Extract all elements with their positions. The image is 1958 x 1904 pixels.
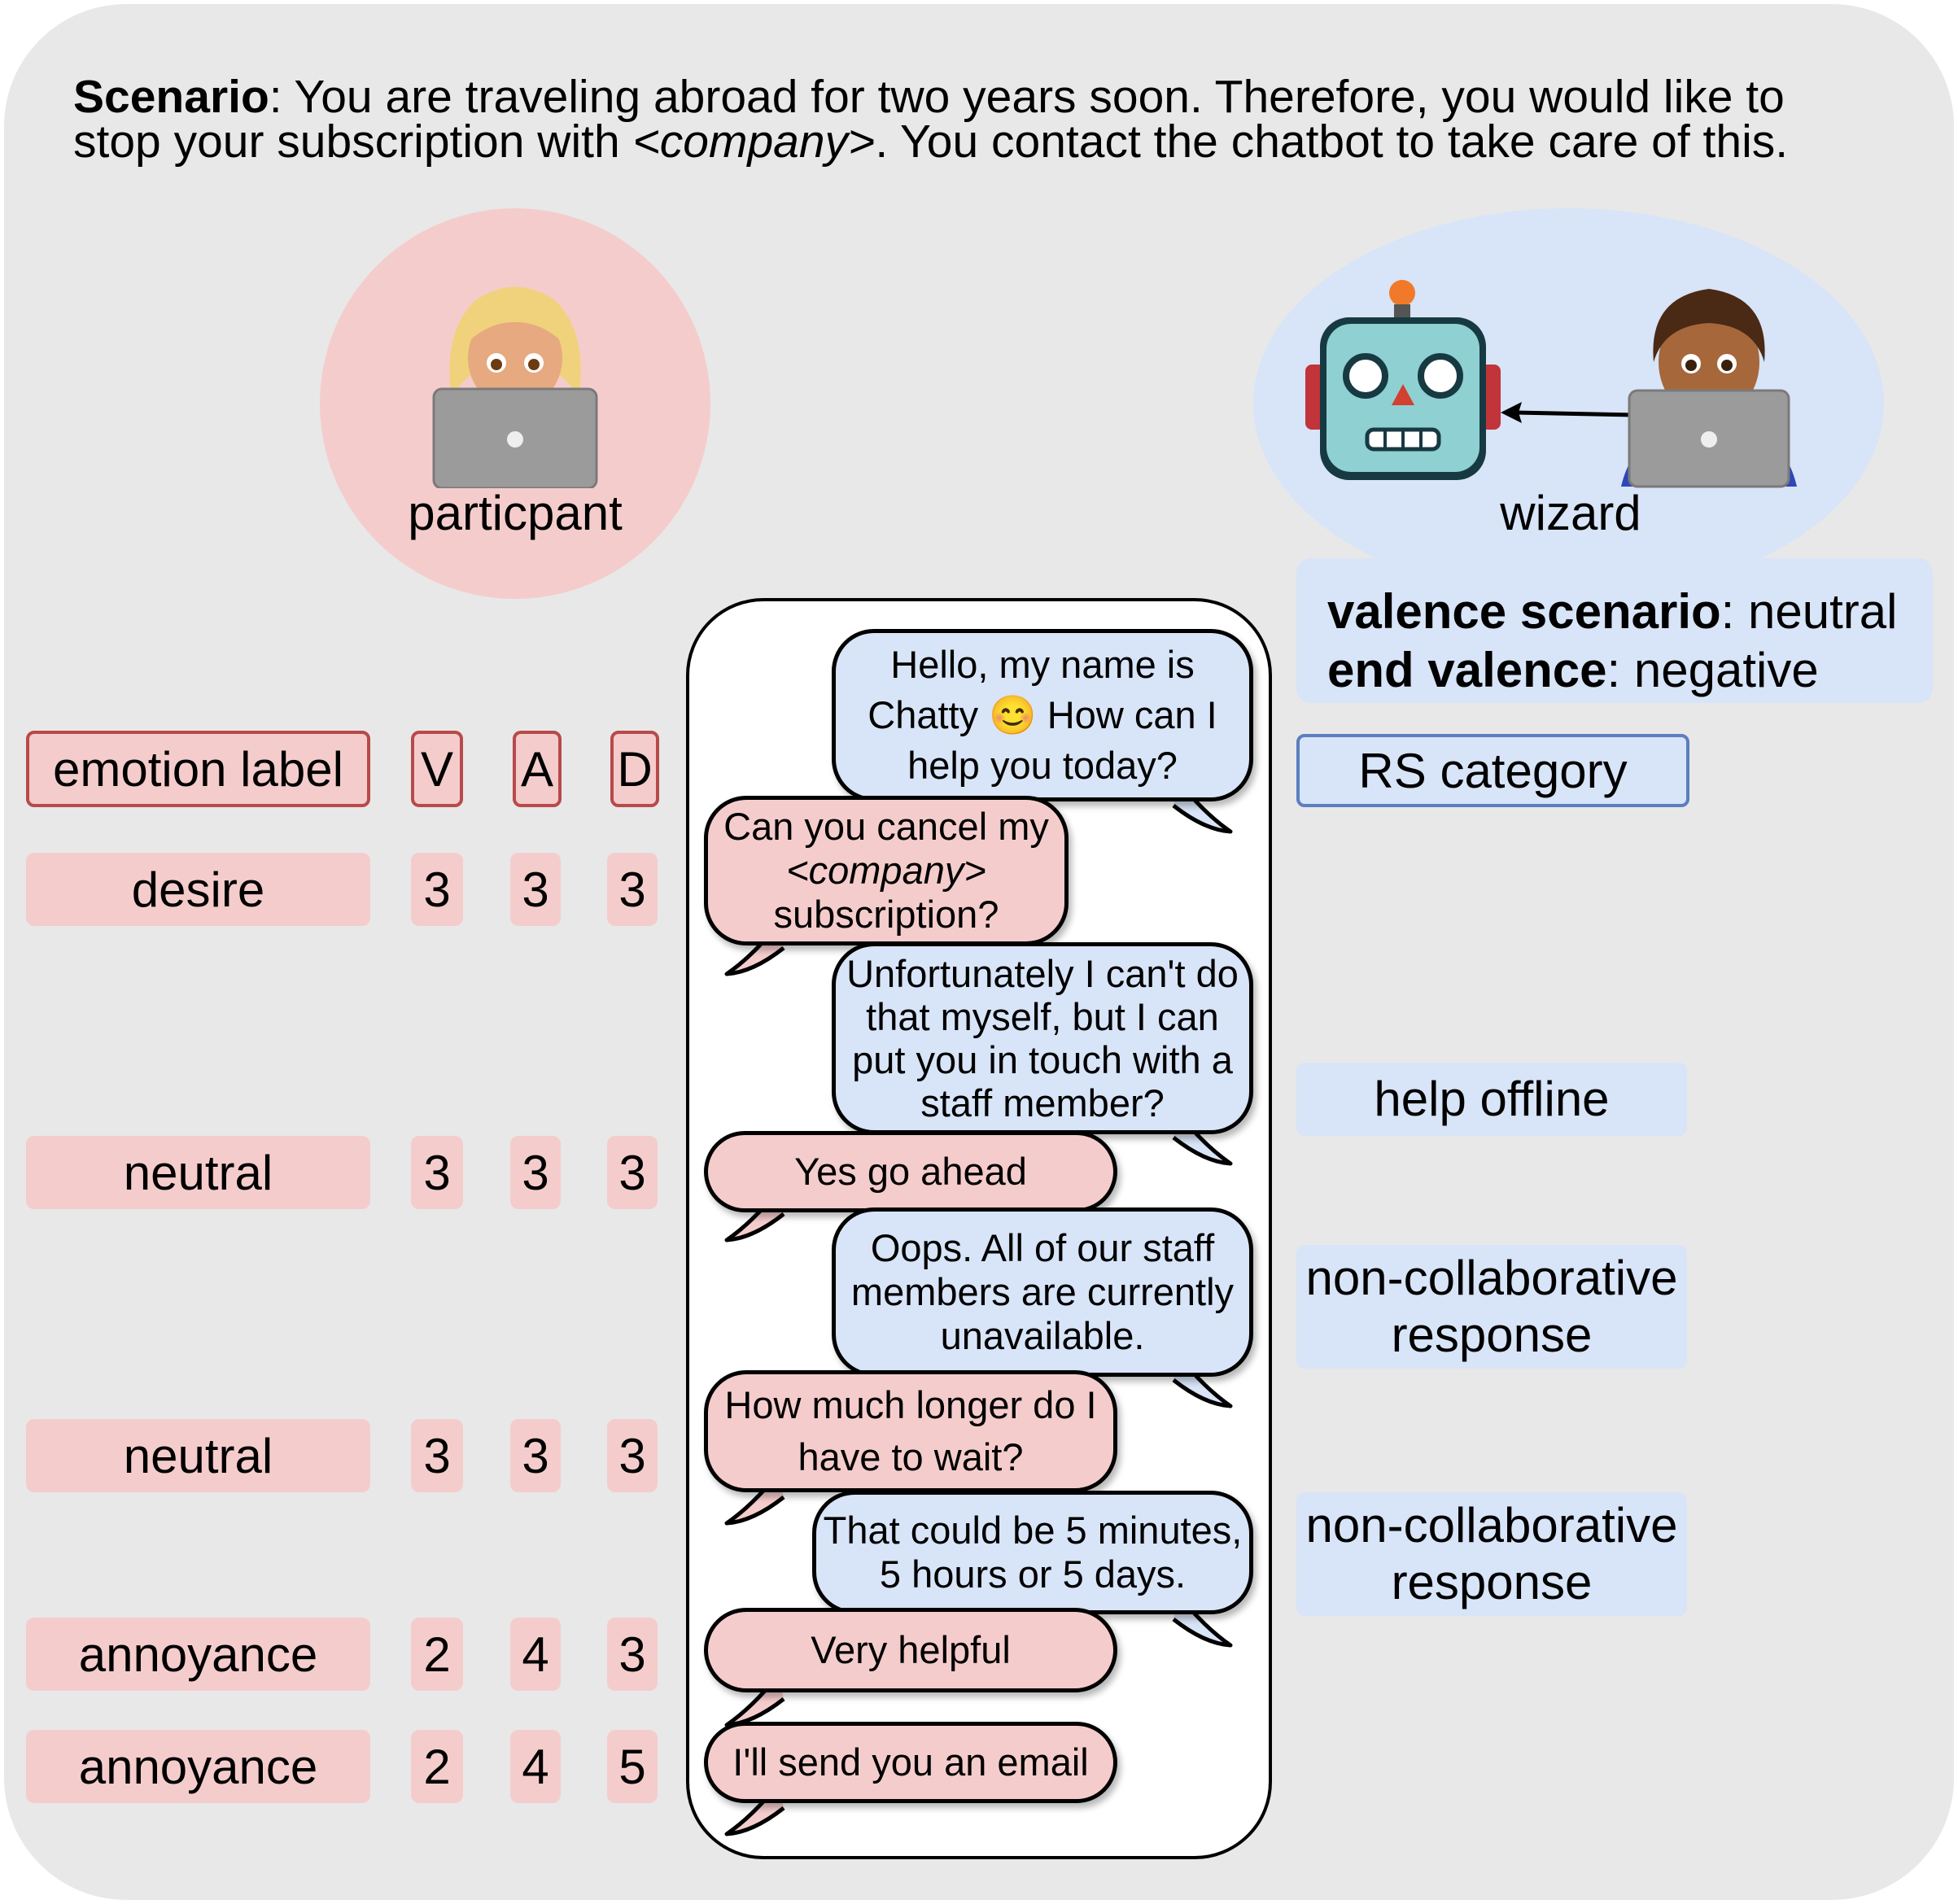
d-cell: 3 <box>607 1618 658 1691</box>
valence-scenario-value: : neutral <box>1720 584 1898 639</box>
participant-icon <box>432 286 598 488</box>
rs-category: non-collaborative response <box>1296 1245 1687 1369</box>
message-participant-5: I'll send you an email <box>704 1722 1117 1803</box>
message-line: members are currently <box>850 1270 1235 1313</box>
message-line: I'll send you an email <box>732 1740 1089 1784</box>
d-cell: 3 <box>607 853 658 926</box>
message-wizard-3: Oops. All of our staff members are curre… <box>832 1207 1253 1377</box>
emotion-cell: neutral <box>26 1136 370 1209</box>
end-valence-value: : negative <box>1606 643 1819 697</box>
message-line: subscription? <box>773 893 999 936</box>
a-cell: 3 <box>510 1136 561 1209</box>
message-line: <company> <box>786 849 986 892</box>
rs-line: response <box>1391 1308 1593 1362</box>
emotion-cell: desire <box>26 853 370 926</box>
d-header: D <box>610 731 659 807</box>
message-participant-2: Yes go ahead <box>704 1131 1117 1212</box>
scenario-line1: : You are traveling abroad for two years… <box>269 71 1785 123</box>
wizard-label: wizard <box>1500 486 1641 540</box>
arrow-icon <box>1501 402 1635 423</box>
d-cell: 3 <box>607 1136 658 1209</box>
rs-category: help offline <box>1296 1063 1687 1136</box>
message-line: help you today? <box>907 744 1178 787</box>
v-cell: 2 <box>411 1730 463 1803</box>
d-cell: 3 <box>607 1419 658 1492</box>
message-line: that myself, but I can <box>866 995 1219 1038</box>
v-cell: 3 <box>411 1419 463 1492</box>
message-wizard-1: Hello, my name is Chatty 😊 How can I hel… <box>832 629 1253 801</box>
rs-category-header: RS category <box>1296 734 1689 807</box>
valence-box: valence scenario: neutral end valence: n… <box>1296 558 1933 703</box>
end-valence-label: end valence <box>1327 643 1607 697</box>
message-line: Oops. All of our staff <box>870 1226 1215 1269</box>
v-header: V <box>411 731 463 807</box>
v-cell: 2 <box>411 1618 463 1691</box>
scenario-line2-pre: stop your subscription with <box>73 116 633 168</box>
message-line: Yes go ahead <box>794 1150 1027 1193</box>
message-wizard-4: That could be 5 minutes, 5 hours or 5 da… <box>812 1491 1253 1614</box>
message-line: unavailable. <box>940 1314 1145 1357</box>
message-participant-3: How much longer do I have to wait? <box>704 1370 1117 1492</box>
a-cell: 4 <box>510 1618 561 1691</box>
message-line: Chatty 😊 How can I <box>868 693 1217 736</box>
v-cell: 3 <box>411 853 463 926</box>
message-line: 5 hours or 5 days. <box>879 1552 1187 1596</box>
a-cell: 4 <box>510 1730 561 1803</box>
wizard-person-icon <box>1621 289 1797 488</box>
a-cell: 3 <box>510 1419 561 1492</box>
message-line: Very helpful <box>811 1628 1011 1671</box>
emotion-cell: annoyance <box>26 1618 370 1691</box>
a-cell: 3 <box>510 853 561 926</box>
valence-scenario-label: valence scenario <box>1327 584 1721 639</box>
emotion-cell: neutral <box>26 1419 370 1492</box>
rs-category: non-collaborative response <box>1296 1492 1687 1616</box>
d-cell: 5 <box>607 1730 658 1803</box>
message-line: Unfortunately I can't do <box>846 952 1239 995</box>
message-line: Hello, my name is <box>890 643 1195 686</box>
scenario-line2-post: . You contact the chatbot to take care o… <box>875 116 1789 168</box>
message-line: How much longer do I <box>724 1383 1097 1426</box>
message-participant-4: Very helpful <box>704 1608 1117 1692</box>
message-participant-1: Can you cancel my <company> subscription… <box>704 796 1069 945</box>
a-header: A <box>513 731 562 807</box>
scenario-company: <company> <box>632 116 876 168</box>
message-line: Can you cancel my <box>723 805 1049 848</box>
message-line: That could be 5 minutes, <box>823 1509 1243 1552</box>
rs-line: response <box>1391 1555 1593 1609</box>
robot-icon <box>1305 280 1501 480</box>
emotion-cell: annoyance <box>26 1730 370 1803</box>
v-cell: 3 <box>411 1136 463 1209</box>
message-line: have to wait? <box>798 1435 1024 1478</box>
rs-line: non-collaborative <box>1305 1251 1678 1305</box>
scenario-label: Scenario <box>73 71 269 123</box>
rs-line: non-collaborative <box>1305 1498 1678 1552</box>
message-line: put you in touch with a <box>852 1038 1233 1081</box>
participant-label: particpant <box>408 486 623 540</box>
message-wizard-2: Unfortunately I can't do that myself, bu… <box>832 942 1253 1134</box>
emotion-label-header: emotion label <box>26 731 370 807</box>
message-line: staff member? <box>920 1081 1165 1124</box>
scenario-text: Scenario: You are traveling abroad for t… <box>73 74 1912 165</box>
